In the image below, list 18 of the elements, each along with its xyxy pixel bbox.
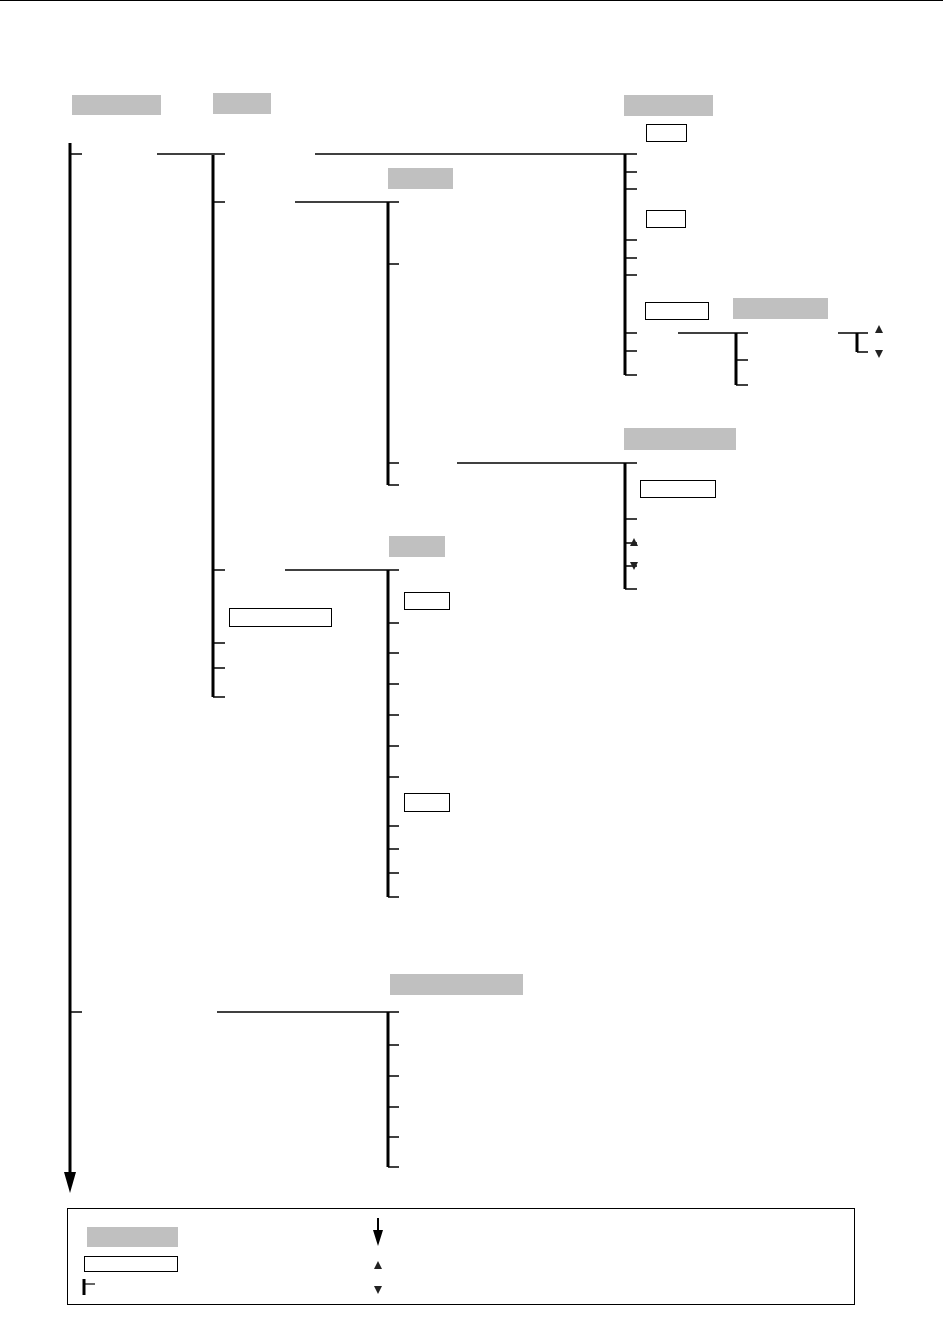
outlined-box xyxy=(646,210,686,228)
shaded-bar xyxy=(624,428,736,450)
shaded-bar xyxy=(733,298,828,319)
outlined-box xyxy=(646,124,687,142)
outlined-box xyxy=(640,480,716,498)
shaded-bar xyxy=(624,95,713,116)
shaded-bar xyxy=(388,168,453,189)
outlined-box xyxy=(84,1256,178,1272)
outlined-box xyxy=(404,592,450,610)
shaded-bar xyxy=(87,1227,178,1247)
legend-frame xyxy=(67,1208,855,1305)
shaded-bar xyxy=(389,536,445,557)
outlined-box xyxy=(229,608,332,627)
shaded-bar xyxy=(72,95,161,115)
shaded-bar xyxy=(213,93,271,114)
outlined-box xyxy=(645,302,709,320)
outlined-box xyxy=(404,793,450,812)
shaded-bar xyxy=(390,974,523,995)
